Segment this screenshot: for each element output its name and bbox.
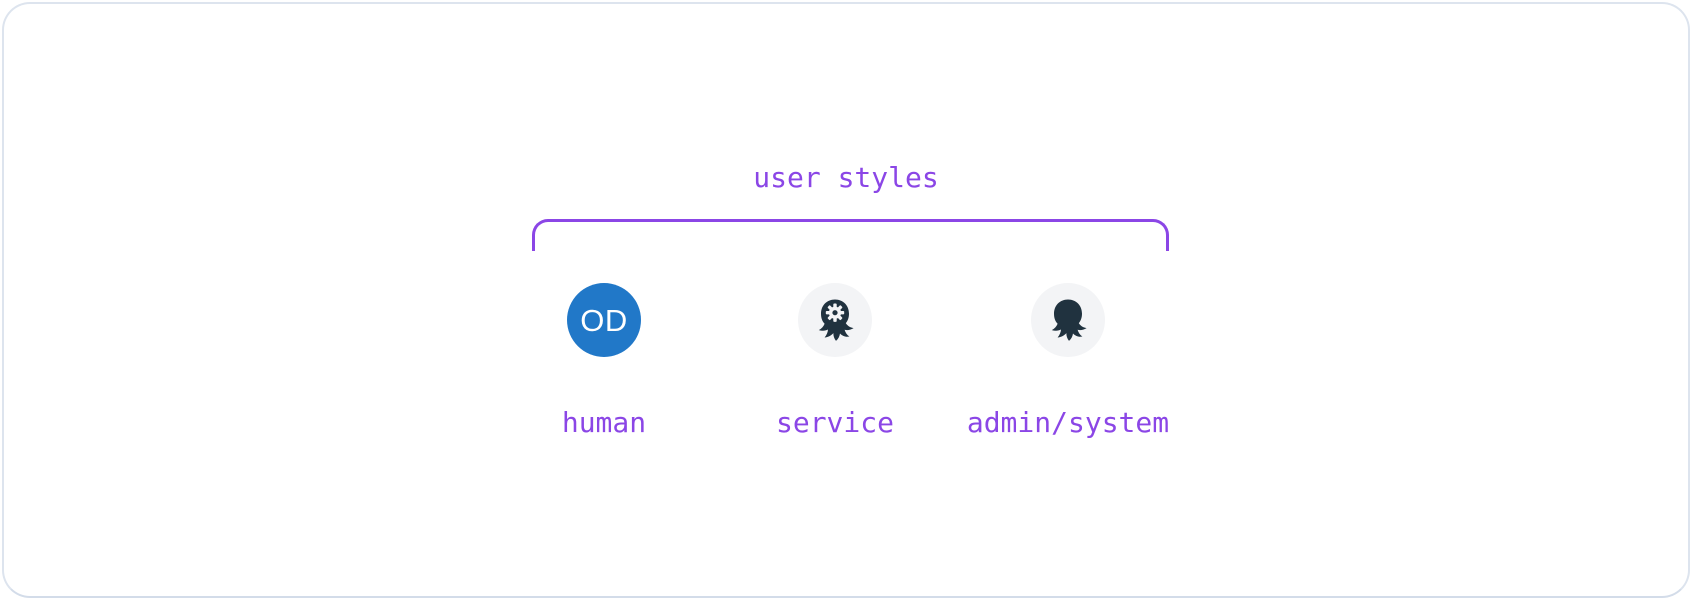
user-style-human: OD human (474, 283, 734, 439)
diagram-title: user styles (753, 161, 939, 194)
octopus-icon (1031, 283, 1105, 357)
avatar-initials: OD (580, 303, 628, 338)
human-initials-avatar: OD (567, 283, 641, 357)
avatar-circle (567, 283, 641, 357)
user-style-admin-system: admin/system (938, 283, 1198, 439)
octopus-silhouette (1051, 299, 1087, 341)
group-bracket (532, 219, 1169, 251)
user-style-label: human (561, 406, 647, 439)
user-style-label: service (775, 406, 894, 439)
user-style-label: admin/system (966, 406, 1170, 439)
user-style-service: service (705, 283, 965, 439)
gear-center-hole (832, 310, 838, 316)
octopus-gear-icon (798, 283, 872, 357)
